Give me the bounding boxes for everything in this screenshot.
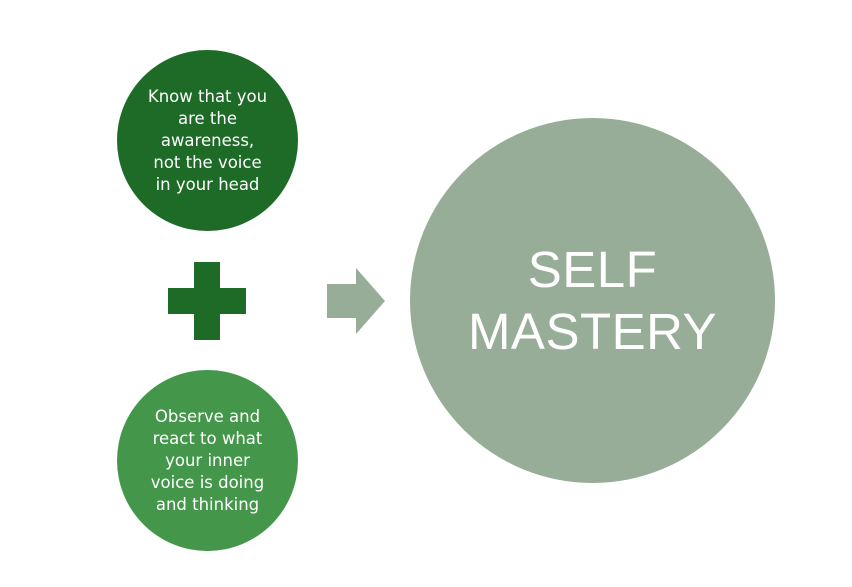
observe-circle: Observe and react to what your inner voi… (117, 370, 298, 551)
self-mastery-circle: SELF MASTERY (410, 118, 775, 483)
self-mastery-text: SELF MASTERY (467, 240, 718, 360)
awareness-circle: Know that you are the awareness, not the… (117, 50, 298, 231)
observe-text: Observe and react to what your inner voi… (150, 406, 265, 514)
right-arrow-icon (327, 268, 385, 334)
awareness-text: Know that you are the awareness, not the… (147, 86, 268, 194)
plus-icon (168, 262, 246, 340)
